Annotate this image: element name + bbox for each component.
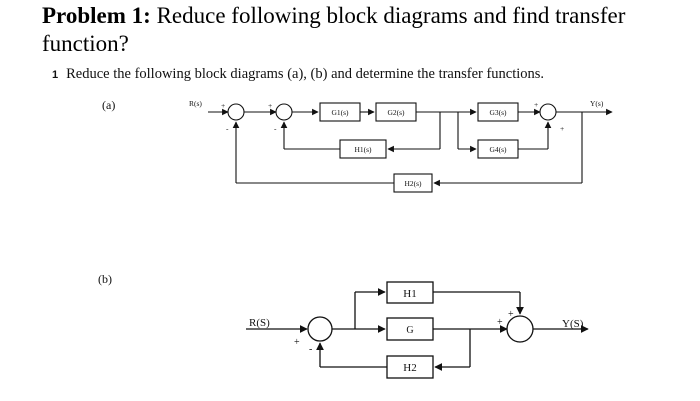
- diagram-b-output-label: Y(S): [562, 318, 584, 330]
- block-g2-label: G2(s): [387, 108, 405, 117]
- diagram-a: [208, 102, 613, 193]
- summing-junction-1: [227, 103, 245, 121]
- sign-a-s3-ff: +: [560, 124, 564, 133]
- problem-heading: Problem 1:: [42, 3, 151, 28]
- problem-text: Reduce following block diagrams and find…: [42, 3, 626, 56]
- question-number: 1: [52, 69, 59, 81]
- summing-junction-3: [539, 103, 557, 121]
- diagram-b: [246, 281, 589, 379]
- diagram-a-text: R(s) Y(s) G1(s) G2(s) G3(s) H1(s) G4(s) …: [189, 99, 604, 188]
- problem-title: Problem 1: Reduce following block diagra…: [42, 2, 682, 58]
- block-b-h2-label: H2: [403, 362, 416, 374]
- sign-a-s1-in: +: [221, 101, 225, 110]
- question-line: 1 Reduce the following block diagrams (a)…: [52, 66, 544, 83]
- block-g4-label: G4(s): [489, 145, 507, 154]
- diagram-a-input-label: R(s): [189, 99, 202, 108]
- sign-b-s2-top: +: [508, 309, 514, 320]
- block-b-g-label: G: [406, 325, 413, 336]
- sign-a-s1-fb: -: [226, 124, 229, 133]
- block-g3-label: G3(s): [489, 108, 507, 117]
- diagram-a-output-label: Y(s): [590, 99, 604, 108]
- summing-junction-2: [275, 103, 293, 121]
- diagram-b-label: (b): [98, 272, 112, 286]
- diagram-a-label: (a): [102, 98, 116, 112]
- sign-a-s3-in: +: [534, 100, 538, 109]
- block-b-h1-label: H1: [403, 288, 416, 300]
- sign-b-s1-fb: -: [309, 344, 312, 355]
- question-text: Reduce the following block diagrams (a),…: [66, 66, 545, 82]
- sign-a-s2-in: +: [268, 101, 272, 110]
- sign-b-s2-mid: +: [497, 317, 503, 328]
- block-g1-label: G1(s): [331, 108, 349, 117]
- sign-b-s1-in: +: [294, 337, 300, 348]
- block-h1-label: H1(s): [354, 145, 372, 154]
- sign-a-s2-fb: -: [274, 124, 277, 133]
- summing-junction-b1: [307, 316, 333, 342]
- diagram-b-input-label: R(S): [249, 317, 270, 329]
- block-h2-label: H2(s): [404, 179, 422, 188]
- diagram-b-text: R(S) Y(S) H1 G H2 + - + +: [249, 288, 584, 374]
